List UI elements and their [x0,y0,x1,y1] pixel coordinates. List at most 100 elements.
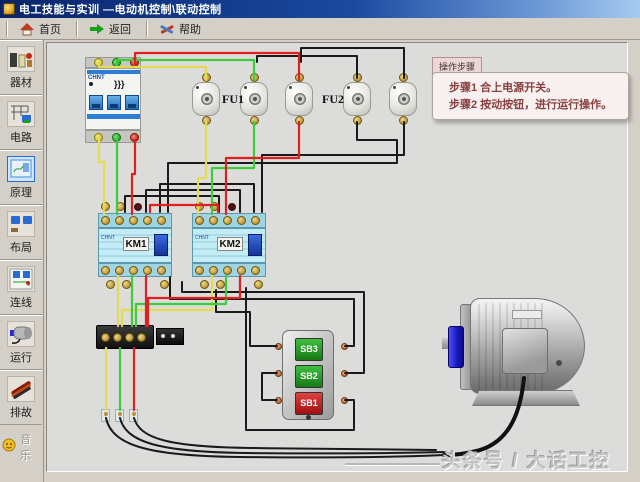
steps-panel-tab: 操作步骤 [432,57,483,75]
km1-label: KM1 [123,237,149,251]
motor[interactable] [440,288,605,418]
back-button[interactable]: 返回 [84,18,140,40]
sb3-terminal-right [341,343,348,350]
sidebar-label: 运行 [10,351,32,364]
sidebar-label: 布局 [10,241,32,254]
fuse-fu1-3[interactable] [285,82,313,116]
motor-base [472,390,580,406]
button-sb1[interactable]: SB1 [295,392,323,415]
toolbar: 首页 返回 帮助 [0,18,640,40]
breaker-brand: CHNT [88,75,105,81]
fuse-screw [353,73,362,82]
station-screw [306,415,311,420]
sidebar-item-run[interactable]: 运行 [0,315,42,370]
fuse-screw [399,116,408,125]
terminal-block[interactable] [96,325,154,349]
help-button[interactable]: 帮助 [154,18,210,40]
sb2-label: SB2 [300,371,318,381]
motor-lead-connector [101,409,110,422]
motor-junction-box [502,328,548,374]
fuse-screw [250,116,259,125]
fuse-fu1-2[interactable] [240,82,268,116]
breaker-switch-1[interactable] [89,95,103,110]
sb2-terminal-left [275,370,282,377]
sidebar-label: 器材 [10,76,32,89]
home-button[interactable]: 首页 [14,18,70,40]
sidebar-label: 音乐 [20,434,31,462]
terminal-block-extension [156,328,184,345]
troubleshoot-icon [7,375,35,402]
button-sb2[interactable]: SB2 [295,365,323,388]
breaker-terminal-screw [130,58,139,67]
contactor-stop-dot [134,203,142,211]
breaker-body: CHNT }}} [85,68,141,130]
principle-icon [7,155,35,182]
sidebar-item-materials[interactable]: 器材 [0,40,42,95]
toolbar-separator [146,20,148,37]
sb2-terminal-right [341,370,348,377]
home-icon [19,22,35,36]
fuse-fu2-1[interactable] [343,82,371,116]
contactor-brand: CHNT [101,235,115,241]
back-label: 返回 [109,23,131,36]
breaker-blue-band [87,114,140,119]
fuse-screw [250,73,259,82]
sb1-label: SB1 [300,398,318,408]
breaker-terminal-screw [94,58,103,67]
app-icon [3,3,15,15]
layout-icon [7,210,35,237]
run-motor-icon [7,320,35,347]
sb1-terminal-left [275,397,282,404]
breaker-terminal-screw [112,58,121,67]
watermark-line [345,463,440,465]
breaker-terminal-screw [94,133,103,142]
sidebar-label: 连线 [10,296,32,309]
fuse-screw [295,73,304,82]
music-smiley-icon [2,438,16,457]
sb3-terminal-left [275,343,282,350]
circuit-icon [7,100,35,127]
sb3-label: SB3 [300,344,318,354]
fuse-fu2-2[interactable] [389,82,417,116]
help-label: 帮助 [179,23,201,36]
sidebar-item-troubleshoot[interactable]: 排故 [0,370,42,425]
sb1-terminal-right [341,397,348,404]
sidebar-item-music[interactable]: 音乐 [0,425,43,469]
button-sb3[interactable]: SB3 [295,338,323,361]
km2-label: KM2 [217,237,243,251]
fu1-label: FU1 [222,92,244,106]
breaker-marks: }}} [114,79,125,89]
sidebar-item-principle[interactable]: 原理 [0,150,42,205]
breaker-terminal-screw [112,133,121,142]
step-line-2: 步骤2 按动按钮，进行运行操作。 [449,99,613,111]
sidebar-label: 排故 [10,406,32,419]
contactor-km2[interactable]: CHNT KM2 [192,200,266,290]
sidebar-label: 电路 [10,131,32,144]
help-tools-icon [159,22,175,36]
breaker-blue-stripe [87,70,140,74]
title-bar: 电工技能与实训 —电动机控制\联动控制 [0,0,640,18]
motor-nameplate [512,310,542,319]
contactor-coil-window [248,234,262,256]
fuse-screw [399,73,408,82]
sidebar-label: 原理 [10,186,32,199]
contactor-body: CHNT KM2 [192,228,266,263]
motor-lead-connector [129,409,138,422]
sidebar-item-layout[interactable]: 布局 [0,205,42,260]
fuse-screw [202,116,211,125]
fuse-fu1-1[interactable] [192,82,220,116]
wiring-icon [7,265,35,292]
breaker-switch-3[interactable] [125,95,139,110]
toolbar-separator [6,20,8,37]
sidebar-item-circuit[interactable]: 电路 [0,95,42,150]
breaker-terminal-screw [130,133,139,142]
contactor-km1[interactable]: CHNT KM1 [98,200,172,290]
toolbar-separator [76,20,78,37]
materials-icon [7,45,35,72]
breaker-indicator-dot [89,82,93,86]
sidebar-item-wiring[interactable]: 连线 [0,260,42,315]
window-title: 电工技能与实训 —电动机控制\联动控制 [19,4,222,16]
circuit-breaker[interactable]: CHNT }}} [85,57,141,143]
breaker-switch-2[interactable] [107,95,121,110]
fuse-screw [353,116,362,125]
